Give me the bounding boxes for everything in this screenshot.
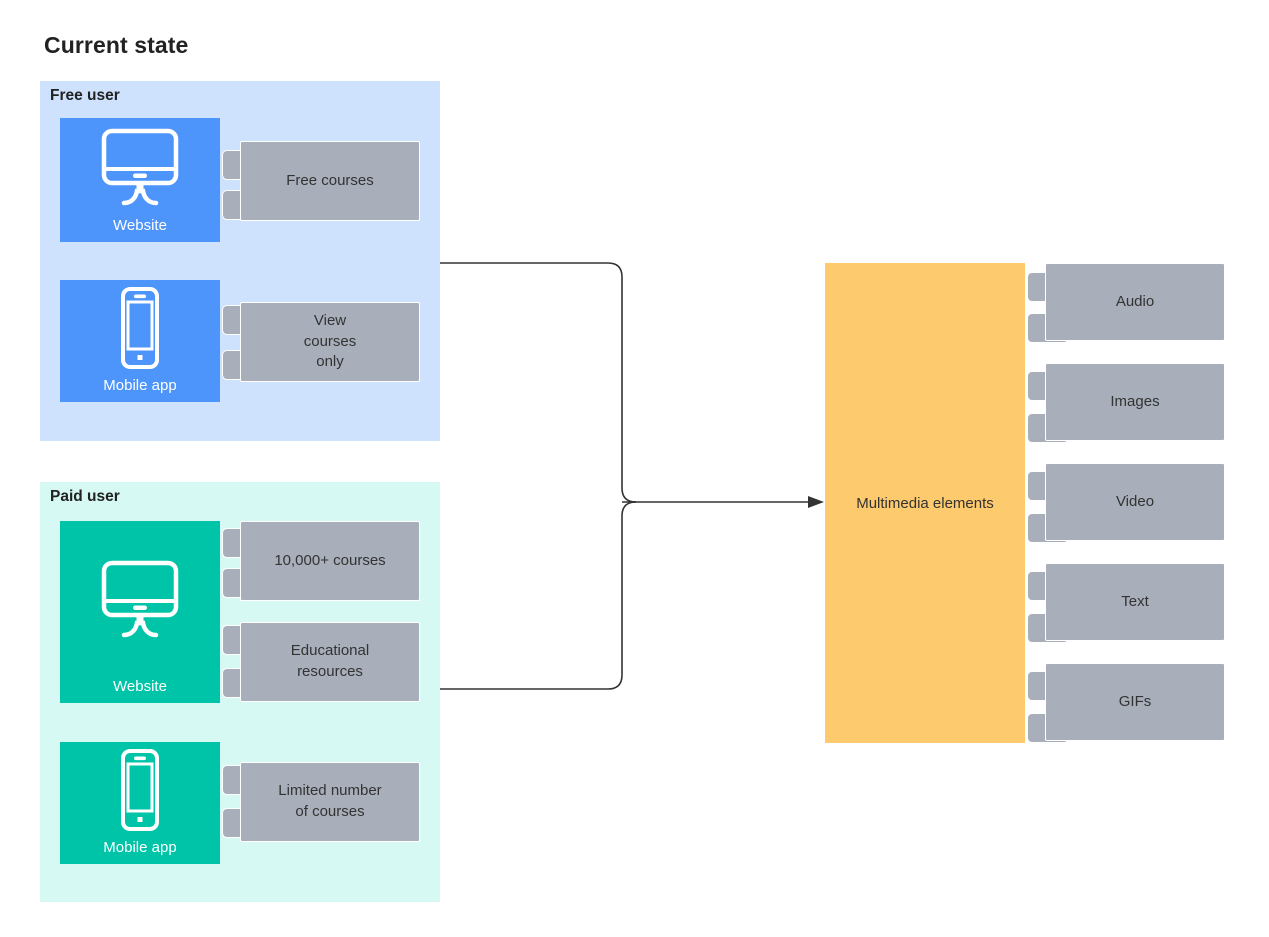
- device-tile-label: Mobile app: [103, 377, 177, 394]
- mobile-phone-icon: [60, 742, 220, 838]
- page-title: Current state: [44, 32, 189, 58]
- hub-item-text[interactable]: Text: [1045, 563, 1225, 641]
- device-tile-paid-mobile[interactable]: Mobile app: [60, 742, 220, 864]
- info-box-educational-resources[interactable]: Educational resources: [240, 622, 420, 702]
- desktop-monitor-icon: [60, 521, 220, 677]
- device-tile-free-website[interactable]: Website: [60, 118, 220, 242]
- hub-item-images[interactable]: Images: [1045, 363, 1225, 441]
- device-tile-free-mobile[interactable]: Mobile app: [60, 280, 220, 402]
- device-tile-label: Website: [113, 217, 167, 234]
- hub-multimedia-elements[interactable]: Multimedia elements: [825, 263, 1025, 743]
- hub-item-video[interactable]: Video: [1045, 463, 1225, 541]
- group-label-paid-user: Paid user: [50, 488, 120, 505]
- info-box-limited-number-of-courses[interactable]: Limited number of courses: [240, 762, 420, 842]
- hub-item-audio[interactable]: Audio: [1045, 263, 1225, 341]
- info-box-view-courses-only[interactable]: View courses only: [240, 302, 420, 382]
- desktop-monitor-icon: [60, 118, 220, 216]
- group-label-free-user: Free user: [50, 87, 120, 104]
- device-tile-paid-website[interactable]: Website: [60, 521, 220, 703]
- hub-item-gifs[interactable]: GIFs: [1045, 663, 1225, 741]
- info-box-free-courses[interactable]: Free courses: [240, 141, 420, 221]
- device-tile-label: Website: [113, 678, 167, 695]
- mobile-phone-icon: [60, 280, 220, 376]
- device-tile-label: Mobile app: [103, 839, 177, 856]
- info-box-10000-courses[interactable]: 10,000+ courses: [240, 521, 420, 601]
